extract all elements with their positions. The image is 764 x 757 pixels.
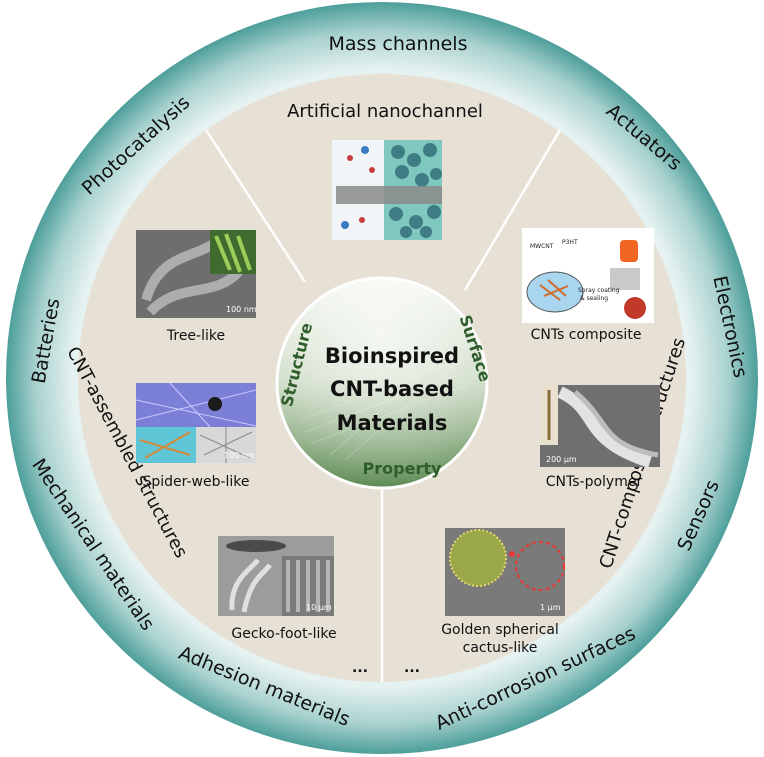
center-core: Bioinspired CNT-based Materials Structur…	[275, 276, 495, 490]
left-ellipsis: ...	[352, 660, 368, 676]
gecko-icon	[226, 540, 286, 552]
app-mass-channels: Mass channels	[329, 33, 468, 55]
gecko-scale: 10 μm	[306, 603, 332, 612]
tree-like-image: 100 nm	[136, 230, 257, 318]
composite-mini-label-sealing: & sealing	[580, 295, 608, 302]
cnts-polymer-caption: CNTs-polymer	[546, 474, 643, 490]
center-title-line-2: CNT-based	[330, 377, 454, 401]
center-title-line-1: Bioinspired	[325, 344, 459, 368]
sector-top-title: Artificial nanochannel	[287, 101, 483, 122]
tree-scale: 100 nm	[226, 305, 257, 314]
composite-mini-label-p3ht: P3HT	[562, 239, 578, 246]
cactus-caption-line-2: cactus-like	[463, 640, 538, 656]
cactus-icon	[450, 530, 506, 586]
composite-mini-label-mwcnt: MWCNT	[530, 243, 554, 250]
nanochannel-image	[332, 140, 442, 240]
polymer-scale: 200 μm	[546, 455, 577, 464]
center-title-line-3: Materials	[337, 411, 448, 435]
cnts-composite-image: MWCNT P3HT Spray coating & sealing	[522, 228, 654, 323]
tree-like-caption: Tree-like	[166, 328, 225, 344]
composite-mini-label-spray: Spray coating	[578, 287, 620, 294]
cnts-polymer-image: 200 μm	[540, 385, 660, 468]
center-label-property: Property	[363, 459, 442, 478]
gecko-foot-caption: Gecko-foot-like	[231, 626, 336, 642]
gecko-foot-image: 10 μm	[218, 536, 334, 616]
spider-scale: 100 nm	[224, 451, 255, 460]
cnts-composite-caption: CNTs composite	[531, 327, 642, 343]
cactus-scale: 1 μm	[540, 603, 561, 612]
cactus-caption-line-1: Golden spherical	[441, 622, 559, 638]
spider-web-caption: Spider-web-like	[142, 474, 249, 490]
cactus-image: 1 μm	[445, 528, 565, 616]
sector-dividers	[204, 129, 562, 682]
right-ellipsis: ...	[404, 660, 420, 676]
spider-icon	[208, 397, 222, 411]
spider-web-image: 100 nm	[135, 382, 257, 463]
